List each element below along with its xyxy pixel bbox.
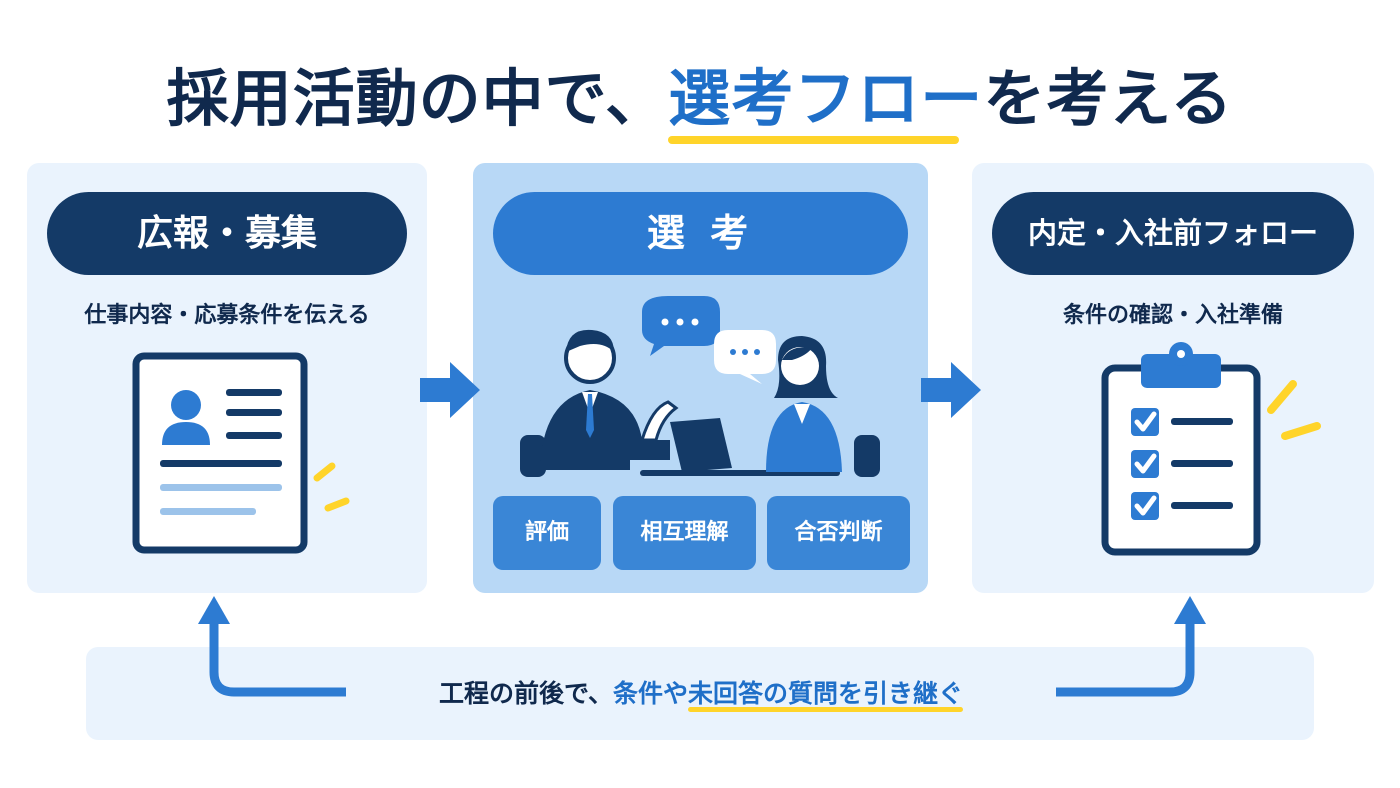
title-highlight: 選考フロー (668, 48, 983, 144)
footer-prefix: 工程の前後で、 (438, 679, 613, 708)
stage-label-recruiting: 広報・募集 (47, 192, 407, 275)
handover-note-text: 工程の前後で、条件や未回答の質問を引き継ぐ (346, 674, 1056, 714)
selection-tag-decision: 合否判断 (767, 496, 910, 570)
page-title: 採用活動の中で、選考フローを考える (0, 48, 1400, 144)
stage-description-offer: 条件の確認・入社準備 (1062, 303, 1283, 328)
footer-highlight-b: 未回答の質問を引き継ぐ (688, 679, 964, 708)
selection-tag-evaluation: 評価 (493, 496, 601, 570)
stage-description-recruiting: 仕事内容・応募条件を伝える (84, 303, 370, 328)
checklist-clipboard-icon (1101, 342, 1321, 556)
title-prefix: 採用活動の中で、 (166, 62, 669, 135)
stage-label-selection: 選 考 (493, 192, 908, 275)
stage-label-offer: 内定・入社前フォロー (992, 192, 1354, 275)
arrow-right-icon (921, 362, 981, 418)
arrow-right-icon (420, 362, 480, 418)
selection-tag-mutual-understanding: 相互理解 (613, 496, 756, 570)
title-suffix: を考える (983, 62, 1234, 135)
interview-people-icon (520, 296, 880, 477)
resume-document-icon (132, 352, 350, 554)
footer-highlight-a: 条件や (612, 679, 688, 708)
